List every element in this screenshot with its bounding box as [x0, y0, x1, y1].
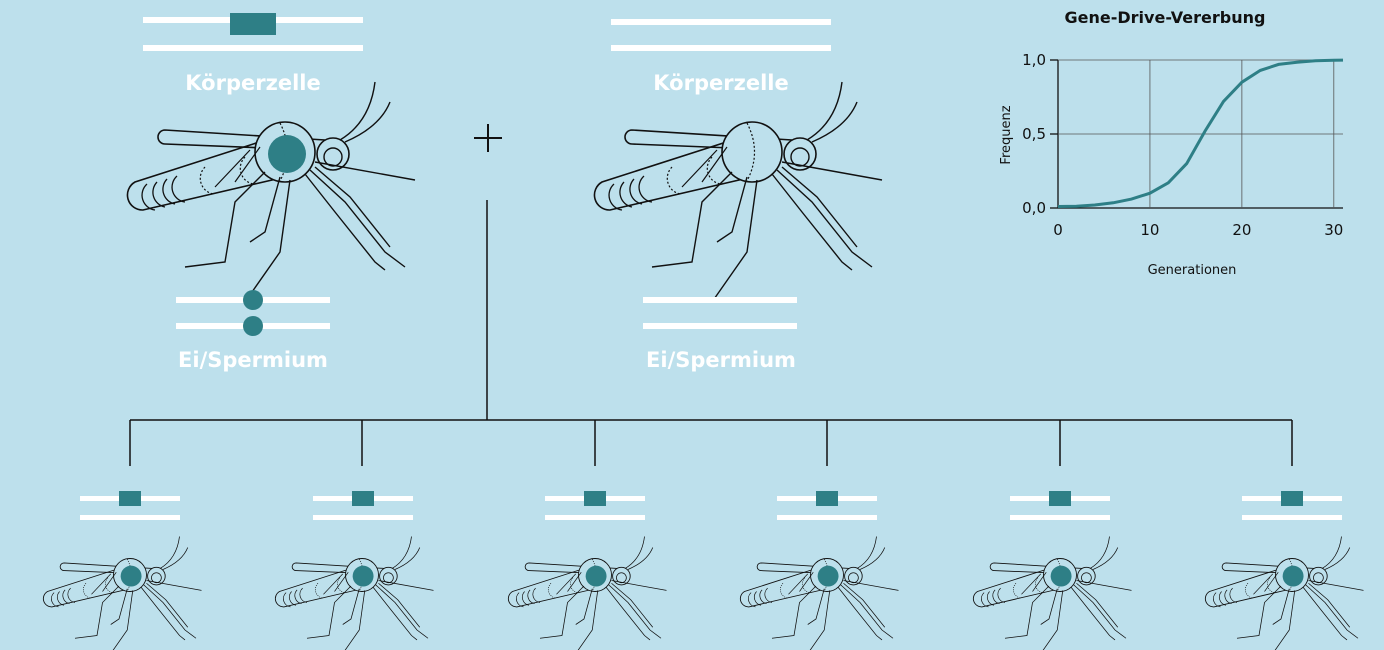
offspring-1 — [43, 491, 201, 650]
chromosome-pair-parent2-body — [611, 19, 831, 51]
germ-cell-label-1: Ei/Spermium — [133, 348, 373, 372]
chromosome-pair-parent1-germ — [176, 290, 330, 336]
y-axis-label: Frequenz — [999, 105, 1014, 164]
chromosome-pair-parent1-body — [143, 13, 363, 51]
body-cell-label-2: Körperzelle — [601, 71, 841, 95]
mosquito-parent1 — [127, 82, 415, 302]
offspring-4 — [740, 491, 898, 650]
offspring-3 — [508, 491, 666, 650]
body-cell-label-1: Körperzelle — [133, 71, 373, 95]
series-line — [1058, 60, 1343, 206]
offspring-2 — [275, 491, 433, 650]
y-tick-label: 1,0 — [1022, 51, 1046, 69]
gene-drive-chart: 0 10 20 30 0,0 0,5 1,0 Generationen Frequenz — [999, 51, 1343, 278]
germ-cell-label-2: Ei/Spermium — [601, 348, 841, 372]
mosquito-parent2 — [594, 82, 882, 302]
offspring-6 — [1205, 491, 1363, 650]
x-tick-label: 20 — [1232, 221, 1251, 239]
y-tick-label: 0,5 — [1022, 125, 1046, 143]
x-tick-label: 0 — [1053, 221, 1063, 239]
chart-title: Gene-Drive-Vererbung — [1020, 8, 1310, 27]
x-tick-label: 10 — [1140, 221, 1159, 239]
chromosome-pair-parent2-germ — [643, 297, 797, 329]
x-tick-label: 30 — [1324, 221, 1343, 239]
x-axis-label: Generationen — [1148, 263, 1237, 278]
offspring-tree — [130, 200, 1292, 466]
y-tick-label: 0,0 — [1022, 199, 1046, 217]
plus-icon — [474, 124, 502, 152]
offspring-5 — [973, 491, 1131, 650]
